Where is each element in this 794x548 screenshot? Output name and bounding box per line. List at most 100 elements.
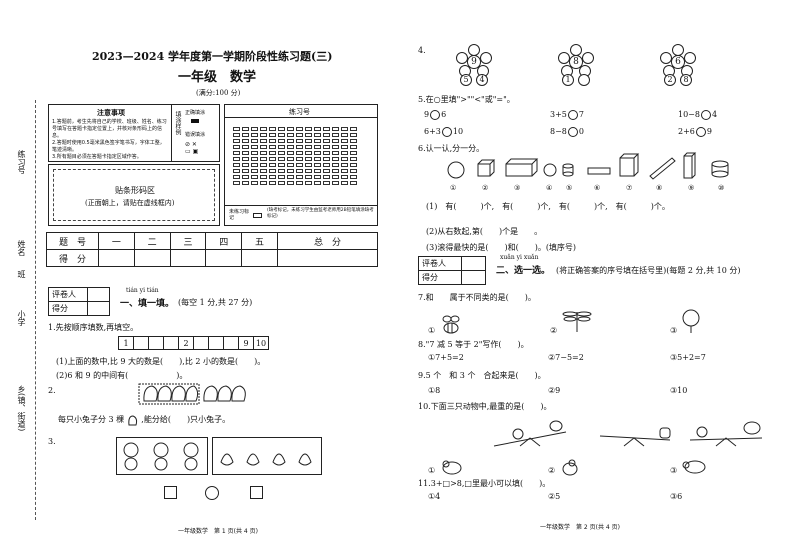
bubble[interactable]: [323, 151, 330, 155]
bubble[interactable]: [287, 127, 294, 131]
bubble[interactable]: [296, 163, 303, 167]
bubble[interactable]: [278, 145, 285, 149]
bubble[interactable]: [296, 169, 303, 173]
bubble[interactable]: [323, 139, 330, 143]
eval-score-cell[interactable]: [461, 270, 486, 285]
bubble[interactable]: [305, 151, 312, 155]
answer-square-2[interactable]: [250, 486, 263, 499]
bubble[interactable]: [332, 139, 339, 143]
bubble[interactable]: [341, 145, 348, 149]
bubble[interactable]: [251, 145, 258, 149]
bubble[interactable]: [269, 127, 276, 131]
bubble[interactable]: [341, 151, 348, 155]
bubble[interactable]: [233, 157, 240, 161]
sequence-cell[interactable]: [148, 336, 164, 350]
bubble[interactable]: [260, 133, 267, 137]
bubble[interactable]: [251, 157, 258, 161]
bubble[interactable]: [260, 181, 267, 185]
sequence-cell[interactable]: [163, 336, 179, 350]
bubble[interactable]: [332, 157, 339, 161]
bubble[interactable]: [314, 139, 321, 143]
bubble[interactable]: [233, 139, 240, 143]
bubble[interactable]: [242, 133, 249, 137]
bubble[interactable]: [296, 181, 303, 185]
bubble[interactable]: [341, 157, 348, 161]
bubble[interactable]: [269, 175, 276, 179]
score-cell[interactable]: [276, 249, 379, 267]
bubble[interactable]: [233, 151, 240, 155]
bubble[interactable]: [242, 163, 249, 167]
reviewer-cell[interactable]: [461, 256, 486, 271]
flower-leaf-right[interactable]: 4: [476, 74, 488, 86]
bubble[interactable]: [332, 181, 339, 185]
bubble[interactable]: [242, 145, 249, 149]
bubble[interactable]: [260, 163, 267, 167]
answer-circle[interactable]: [205, 486, 219, 500]
bubble[interactable]: [269, 181, 276, 185]
bubble[interactable]: [278, 151, 285, 155]
bubble[interactable]: [305, 169, 312, 173]
bubble[interactable]: [314, 133, 321, 137]
compare-circle[interactable]: [567, 127, 578, 137]
bubble[interactable]: [332, 163, 339, 167]
bubble[interactable]: [305, 163, 312, 167]
sequence-cell[interactable]: [223, 336, 239, 350]
bubble[interactable]: [314, 145, 321, 149]
bubble[interactable]: [314, 175, 321, 179]
bubble[interactable]: [287, 145, 294, 149]
bubble[interactable]: [269, 151, 276, 155]
score-cell[interactable]: [98, 249, 135, 267]
answer-square-1[interactable]: [164, 486, 177, 499]
bubble[interactable]: [278, 181, 285, 185]
bubble[interactable]: [260, 139, 267, 143]
reviewer-cell[interactable]: [87, 287, 110, 302]
bubble[interactable]: [260, 145, 267, 149]
bubble[interactable]: [278, 163, 285, 167]
flower-leaf-right[interactable]: 8: [680, 74, 692, 86]
flower-leaf-left[interactable]: 2: [664, 74, 676, 86]
bubble[interactable]: [251, 127, 258, 131]
bubble[interactable]: [350, 145, 357, 149]
bubble[interactable]: [287, 151, 294, 155]
bubble[interactable]: [305, 145, 312, 149]
bubble[interactable]: [260, 151, 267, 155]
bubble[interactable]: [332, 175, 339, 179]
bubble[interactable]: [305, 157, 312, 161]
eval-score-cell[interactable]: [87, 301, 110, 316]
score-cell[interactable]: [241, 249, 278, 267]
bubble[interactable]: [323, 169, 330, 173]
bubble[interactable]: [242, 169, 249, 173]
bubble[interactable]: [233, 169, 240, 173]
bubble[interactable]: [287, 175, 294, 179]
bubble[interactable]: [305, 133, 312, 137]
bubble[interactable]: [350, 175, 357, 179]
bubble[interactable]: [287, 157, 294, 161]
score-cell[interactable]: [133, 249, 171, 267]
bubble[interactable]: [269, 145, 276, 149]
bubble[interactable]: [296, 157, 303, 161]
bubble[interactable]: [287, 139, 294, 143]
bubble[interactable]: [278, 139, 285, 143]
bubble[interactable]: [269, 139, 276, 143]
bubble[interactable]: [287, 163, 294, 167]
flower-leaf-right[interactable]: [578, 74, 590, 86]
bubble[interactable]: [269, 157, 276, 161]
compare-circle[interactable]: [430, 110, 441, 120]
bubble[interactable]: [314, 127, 321, 131]
bubble[interactable]: [296, 127, 303, 131]
bubble[interactable]: [278, 127, 285, 131]
bubble[interactable]: [305, 181, 312, 185]
bubble[interactable]: [341, 163, 348, 167]
bubble[interactable]: [251, 169, 258, 173]
score-cell[interactable]: [169, 249, 207, 267]
compare-circle[interactable]: [700, 110, 711, 120]
bubble[interactable]: [323, 133, 330, 137]
bubble[interactable]: [323, 145, 330, 149]
bubble[interactable]: [296, 145, 303, 149]
bubble[interactable]: [296, 139, 303, 143]
bubble[interactable]: [350, 139, 357, 143]
bubble[interactable]: [287, 169, 294, 173]
bubble[interactable]: [350, 127, 357, 131]
bubble[interactable]: [242, 139, 249, 143]
bubble[interactable]: [323, 127, 330, 131]
